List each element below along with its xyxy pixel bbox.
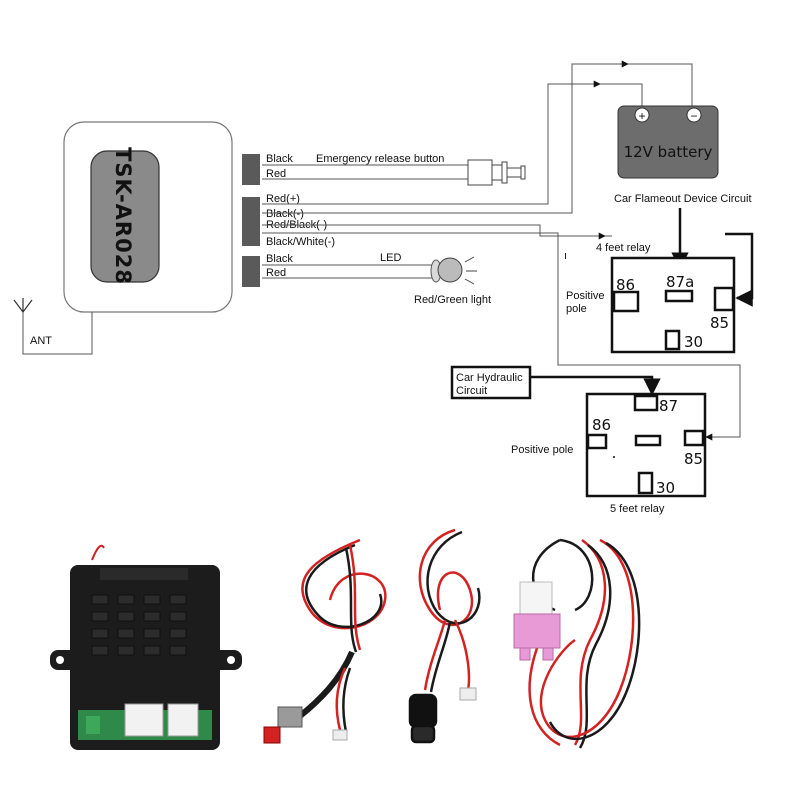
relay1-pin-85: 85 [710, 314, 729, 332]
hydraulic-line1: Car Hydraulic [456, 372, 523, 384]
relay2-pin-85: 85 [684, 450, 703, 468]
antenna-label: ANT [30, 335, 52, 347]
hydraulic-circuit-box [450, 365, 532, 400]
antenna-icon [13, 298, 33, 313]
led-label: LED [380, 252, 401, 264]
relay-5-feet: 87 86 85 30 [585, 392, 707, 498]
relay1-pin-87a: 87a [666, 273, 694, 291]
connector-main [242, 197, 260, 246]
wire-label-black-minus: Black(-) [266, 208, 304, 220]
wire-label-red-plus: Red(+) [266, 193, 300, 205]
controller-module: TSK-AR028 [63, 121, 233, 313]
relay2-caption: 5 feet relay [610, 503, 665, 515]
flameout-circuit-label: Car Flameout Device Circuit [614, 193, 752, 205]
relay2-pin-30: 30 [656, 479, 675, 497]
connector-button [242, 154, 260, 185]
relay1-caption: 4 feet relay [596, 242, 651, 254]
connector-led [242, 256, 260, 287]
battery: + − 12V battery [617, 105, 719, 179]
relay-4-feet: 86 87a 85 30 [610, 256, 736, 354]
relay1-pin-30: 30 [684, 333, 703, 351]
button-harness-photo [263, 538, 387, 744]
wire-label-red-1: Red [266, 168, 286, 180]
wire-label-red-2: Red [266, 267, 286, 279]
battery-plus-terminal: + [638, 109, 645, 123]
emergency-button-label: Emergency release button [316, 153, 444, 165]
wire-label-black-1: Black [266, 153, 293, 165]
controller-unit-photo [50, 544, 242, 750]
wire-label-black-white: Black/White(-) [266, 236, 335, 248]
relay2-positive-pole: Positive pole [511, 444, 573, 456]
led-harness-photo [408, 528, 481, 744]
hydraulic-line2: Circuit [456, 385, 487, 397]
wire-label-black-2: Black [266, 253, 293, 265]
led-icon [430, 256, 477, 285]
battery-minus-terminal: − [690, 109, 697, 123]
relay1-positive-pole-line1: Positive [566, 290, 605, 302]
tick-mark: ı [564, 250, 567, 262]
relay1-positive-pole-line2: pole [566, 303, 587, 315]
model-label-plate [90, 150, 160, 283]
emergency-button-icon [467, 159, 526, 186]
fuse-harness-photo [513, 538, 641, 749]
relay2-pin-86: 86 [592, 416, 611, 434]
led-caption: Red/Green light [414, 294, 491, 306]
module-model-label: TSK-AR028 [111, 147, 135, 285]
relay1-pin-86: 86 [616, 276, 635, 294]
relay2-pin-87: 87 [659, 397, 678, 415]
battery-label: 12V battery [624, 143, 713, 161]
antenna: ANT [13, 298, 93, 355]
